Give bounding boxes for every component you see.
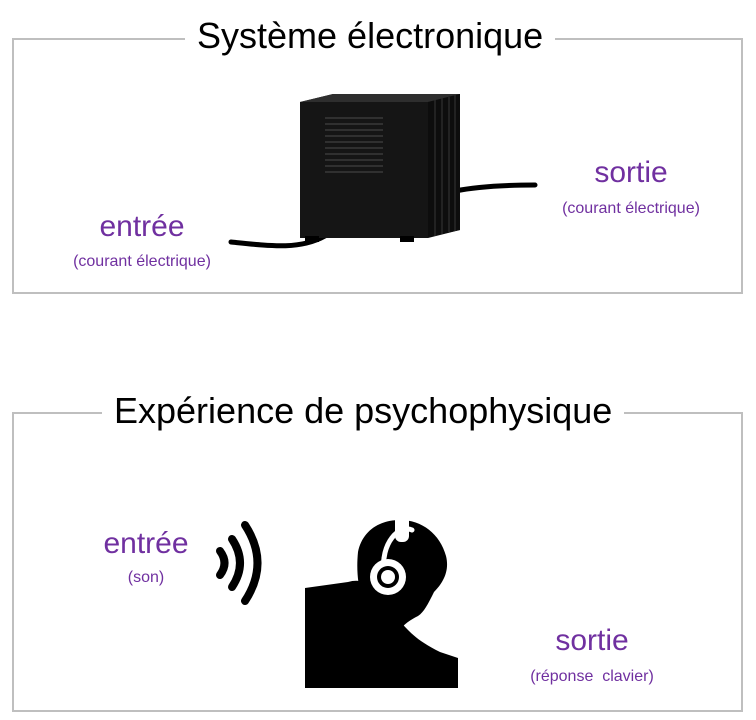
psychophysics-input-detail: (son) [127, 569, 165, 586]
psychophysics-input-label: entrée [103, 527, 189, 560]
psychophysics-output-detail: (réponse clavier) [530, 668, 654, 685]
electronic-output-detail: (courant électrique) [562, 200, 700, 217]
output-cable [452, 182, 538, 194]
electronic-input-detail: (courant électrique) [73, 253, 211, 270]
psychophysics-title: Expérience de psychophysique [102, 391, 625, 431]
electronic-input-label: entrée [99, 210, 185, 243]
electronic-output-label: sortie [594, 156, 668, 189]
listener-with-headphones-icon [305, 514, 458, 688]
sound-waves-icon [216, 521, 262, 605]
electronic-system-title: Système électronique [185, 16, 556, 56]
psychophysics-output-label: sortie [555, 624, 629, 657]
electronic-box-icon [300, 94, 460, 242]
